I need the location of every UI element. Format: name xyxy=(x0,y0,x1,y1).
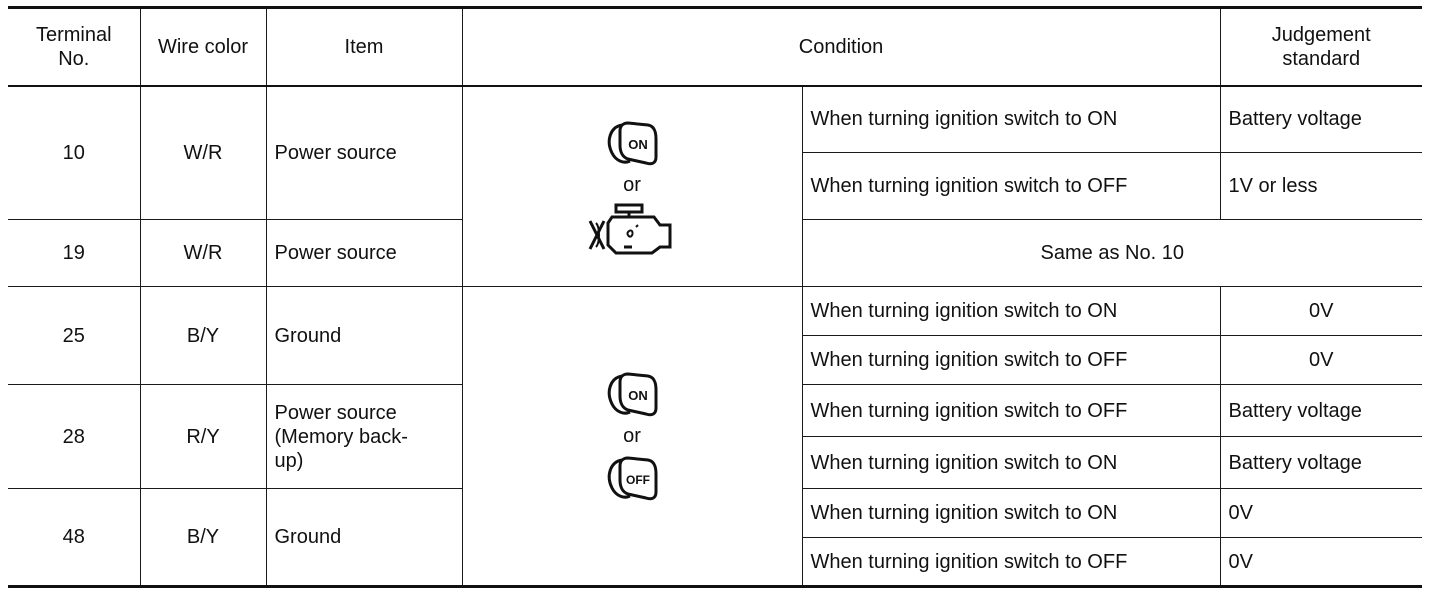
judgement-cell: 0V xyxy=(1219,286,1423,336)
condition-icons-cell: ON or xyxy=(461,85,803,287)
ignition-key-on-icon: ON xyxy=(607,121,658,166)
header-terminal-no: Terminal No. xyxy=(8,7,141,87)
condition-cell: When turning ignition switch to ON xyxy=(802,436,1221,489)
ignition-key-on-icon: ON xyxy=(607,372,658,417)
svg-text:ON: ON xyxy=(628,137,648,152)
wire-color-cell: W/R xyxy=(139,85,267,220)
terminal-no-cell: 28 xyxy=(8,384,141,489)
table-row: When turning ignition switch to OFF 1V o… xyxy=(8,152,1423,220)
terminal-no-cell: 10 xyxy=(8,85,141,220)
header-wire-color: Wire color xyxy=(139,7,267,87)
judgement-cell: Battery voltage xyxy=(1219,384,1423,437)
wire-color-cell: B/Y xyxy=(139,488,267,587)
terminal-spec-table: Terminal No. Wire color Item Condition J… xyxy=(8,6,1423,588)
table-row: When turning ignition switch to ON Batte… xyxy=(8,436,1423,489)
condition-cell: When turning ignition switch to OFF xyxy=(801,384,1221,437)
terminal-no-cell: 25 xyxy=(8,286,141,385)
wire-color-cell: B/Y xyxy=(139,286,267,385)
item-cell: Power source xyxy=(265,85,463,220)
table-row: 48 B/Y Ground When turning ignition swit… xyxy=(8,488,1423,587)
ignition-key-off-icon: OFF xyxy=(607,456,658,501)
judgement-cell: 1V or less xyxy=(1219,152,1423,220)
condition-icons-cell: ON or OFF xyxy=(461,286,803,587)
condition-cell: When turning ignition switch to ON xyxy=(801,286,1221,336)
same-as-cell: Same as No. 10 xyxy=(801,219,1423,287)
judgement-cell: 0V xyxy=(1219,488,1423,538)
condition-cell: When turning ignition switch to ON xyxy=(801,85,1221,153)
svg-text:ON: ON xyxy=(628,388,648,403)
condition-cell: When turning ignition switch to OFF xyxy=(802,152,1221,220)
item-cell: Ground xyxy=(265,286,463,385)
item-cell: Power source (Memory back- up) xyxy=(265,384,463,489)
header-condition: Condition xyxy=(461,7,1221,87)
judgement-cell: Battery voltage xyxy=(1219,436,1423,489)
table-row: 10 W/R Power source ON or xyxy=(8,85,1423,287)
judgement-cell: Battery voltage xyxy=(1219,85,1423,153)
header-judgement-standard: Judgement standard xyxy=(1219,7,1423,87)
or-label: or xyxy=(623,425,641,447)
terminal-no-cell: 19 xyxy=(8,219,141,287)
table-row: When turning ignition switch to OFF 0V xyxy=(8,537,1423,587)
header-item: Item xyxy=(265,7,463,87)
engine-icon xyxy=(588,203,672,255)
or-label: or xyxy=(623,174,641,197)
item-cell: Power source xyxy=(265,219,463,287)
condition-cell: When turning ignition switch to ON xyxy=(801,488,1221,538)
condition-cell: When turning ignition switch to OFF xyxy=(802,335,1221,385)
wire-color-cell: W/R xyxy=(139,219,267,287)
table-row: 25 B/Y Ground ON or OFF xyxy=(8,286,1423,587)
item-cell: Ground xyxy=(265,488,463,587)
condition-cell: When turning ignition switch to OFF xyxy=(802,537,1221,587)
judgement-cell: 0V xyxy=(1219,335,1423,385)
terminal-no-cell: 48 xyxy=(8,488,141,587)
header-row: Terminal No. Wire color Item Condition J… xyxy=(8,7,1423,87)
svg-text:OFF: OFF xyxy=(626,473,650,487)
judgement-cell: 0V xyxy=(1219,537,1423,587)
spec-table-wrapper: Terminal No. Wire color Item Condition J… xyxy=(8,6,1423,588)
table-row: 28 R/Y Power source (Memory back- up) Wh… xyxy=(8,384,1423,489)
wire-color-cell: R/Y xyxy=(139,384,267,489)
table-row: 19 W/R Power source Same as No. 10 xyxy=(8,219,1423,287)
